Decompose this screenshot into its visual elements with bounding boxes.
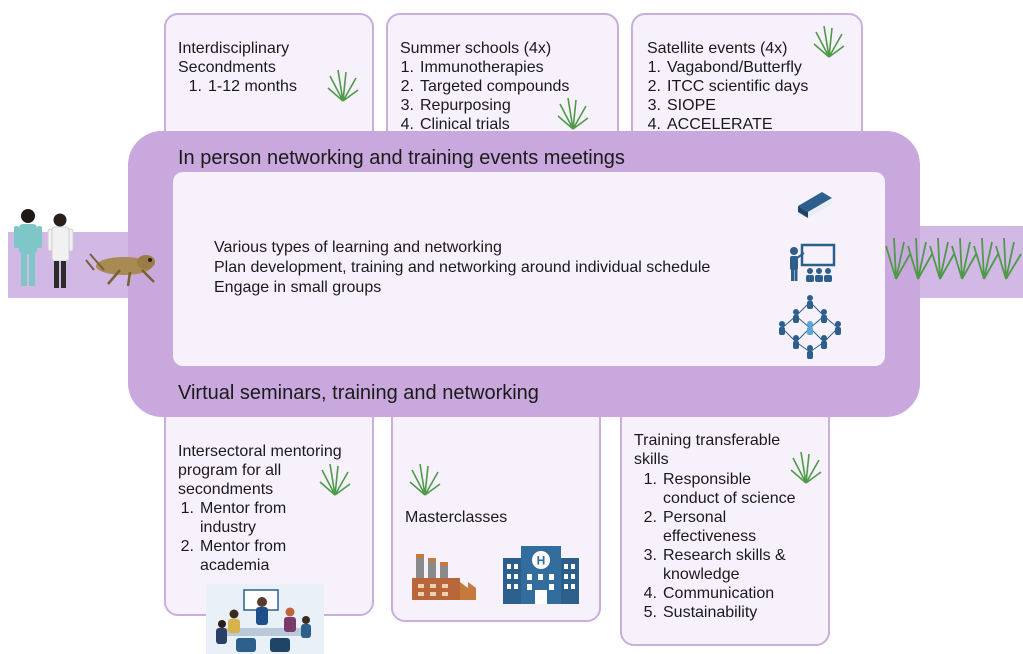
secondments-list: 1.1-12 months [182, 77, 297, 96]
grasshopper-illustration [85, 253, 155, 287]
masterclasses-title: Masterclasses [405, 509, 508, 526]
list-item: 4.Clinical trials [400, 116, 510, 133]
secondments-title: Interdisciplinary Secondments [178, 40, 290, 76]
mentoring-title: Intersectoral mentoring program for all … [178, 443, 342, 498]
meeting-illustration [206, 584, 324, 654]
summer-schools-list: 1.Immunotherapies 2.Targeted compounds 3… [394, 58, 570, 134]
list-item: 1.Immunotherapies [400, 59, 544, 76]
grass-icon [813, 25, 845, 58]
list-item: 3.Repurposing [400, 97, 511, 114]
list-item: 3.SIOPE [647, 97, 716, 114]
satellite-events-list: 1.Vagabond/Butterfly 2.ITCC scientific d… [641, 58, 809, 134]
inner-panel [173, 172, 885, 366]
book-icon [798, 192, 832, 218]
center-line: Plan development, training and networkin… [214, 259, 711, 276]
list-item: 4.ACCELERATE [647, 116, 773, 133]
doctors-illustration [14, 209, 74, 288]
grass-icon [557, 97, 589, 130]
list-item: 2.ITCC scientific days [647, 78, 809, 95]
grass-icon [319, 463, 351, 496]
svg-text:H: H [537, 554, 546, 568]
hospital-icon: H [503, 546, 579, 604]
center-line: Engage in small groups [214, 279, 382, 296]
factory-icon [412, 554, 476, 600]
transferable-title: Training transferable skills [634, 432, 781, 468]
center-line: Various types of learning and networking [214, 239, 502, 256]
teacher-board-icon [790, 243, 836, 282]
list-item: 1.Vagabond/Butterfly [647, 59, 802, 76]
center-text: Various types of learning and networking… [214, 238, 710, 298]
virtual-heading: Virtual seminars, training and networkin… [178, 382, 539, 404]
grass-icon [790, 451, 822, 484]
mentoring-box: Intersectoral mentoring program for all … [164, 388, 374, 616]
satellite-events-title: Satellite events (4x) [647, 40, 788, 57]
list-item: 5.Sustainability [643, 604, 758, 621]
list-item: 2.Targeted compounds [400, 78, 570, 95]
grass-icon [327, 69, 359, 102]
summer-schools-title: Summer schools (4x) [400, 40, 552, 57]
people-network-icon [779, 295, 841, 359]
grass-row-icon [885, 237, 1022, 280]
grass-icon [409, 463, 441, 496]
list-item: 3.Research skills &knowledge [643, 547, 786, 583]
list-item: 1.1-12 months [188, 78, 297, 95]
list-item: 4.Communication [643, 585, 775, 602]
transferable-box: Training transferable skills 1.Responsib… [620, 388, 830, 646]
in-person-heading: In person networking and training events… [178, 147, 625, 169]
